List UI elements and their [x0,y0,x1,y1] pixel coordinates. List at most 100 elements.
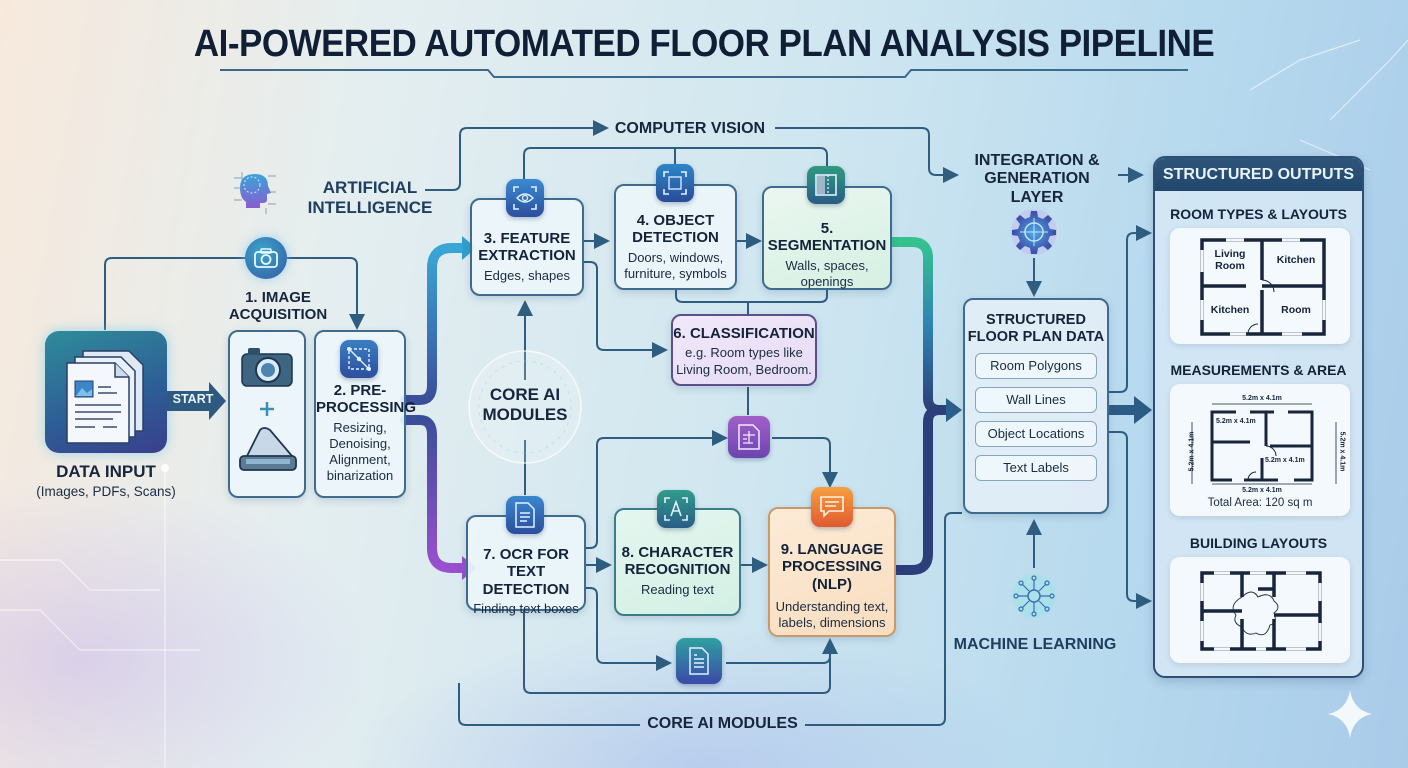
step-9-title: 9. LANGUAGE PROCESSING (NLP) [780,541,884,593]
ai-label: ARTIFICIAL INTELLIGENCE [307,178,433,217]
dim-bottom: 5.2m x 4.1m [1242,487,1282,494]
step-4-desc: Doors, windows, furniture, symbols [624,249,727,281]
step-8-title: 8. CHARACTER RECOGNITION [621,544,734,579]
data-item-object-locations: Object Locations [975,421,1097,448]
flow-9-to-data [891,405,945,575]
structured-data-box: STRUCTURED FLOOR PLAN DATA Room Polygons… [963,298,1109,514]
step-3-desc: Edges, shapes [483,267,570,283]
step-1-title: 1. IMAGE ACQUISITION [228,289,328,324]
wire-data-to-room-types [1108,225,1152,393]
document-icon [506,496,544,534]
step-6-classification-box: 6. CLASSIFICATION e.g. Room types like L… [671,314,817,386]
dim-top: 5.2m x 4.1m [1242,395,1282,402]
total-area: Total Area: 120 sq m [1207,497,1313,509]
outputs-header: STRUCTURED OUTPUTS [1155,158,1362,191]
step-2-title: 2. PRE-PROCESSING [316,382,417,417]
data-input-subtitle: (Images, PDFs, Scans) [36,484,176,499]
step-7-title: 7. OCR FOR TEXT DETECTION [482,546,570,598]
letter-scan-icon [657,490,695,528]
wire-input-to-acquisition [104,257,245,330]
start-label: START [172,392,214,406]
dim-room-1: 5.2m x 4.1m [1216,418,1256,425]
arrow-mid-icon-to-9 [772,437,838,488]
flow-5-to-data [887,237,955,415]
wire-data-to-building [1108,431,1152,609]
step-4-title: 4. OBJECT DETECTION [632,212,719,247]
measurement-plan: 5.2m x 4.1m 5.2m x 4.1m 5.2m x 4.1m 5.2m… [1170,384,1350,516]
step-5-title: 5. SEGMENTATION [767,220,887,255]
step-3-feature-extraction-box: 3. FEATURE EXTRACTION Edges, shapes [470,198,584,296]
data-item-room-polygons: Room Polygons [975,353,1097,380]
step-8-desc: Reading text [641,581,714,597]
data-input-title: DATA INPUT [56,462,156,481]
core-ai-modules-bottom-label: CORE AI MODULES [647,715,798,732]
gear-icon [1010,208,1058,256]
transform-icon [340,340,378,378]
structured-data-title: STRUCTURED FLOOR PLAN DATA [967,312,1105,345]
output-measurements-title: MEASUREMENTS & AREA [1170,362,1347,378]
wire-core-bottom [458,683,640,726]
step-9-desc: Understanding text, labels, dimensions [775,598,889,630]
bounding-box-icon [656,164,694,202]
output-room-types-title: ROOM TYPES & LAYOUTS [1170,206,1347,222]
circuit-decoration [0,39,1408,768]
start-arrow [167,381,227,421]
building-layout-plan [1170,557,1350,663]
chat-icon [811,487,853,527]
step-6-title: 6. CLASSIFICATION [673,325,815,342]
room-label-room: Room [1281,304,1311,316]
arrow-3-to-6 [583,261,668,358]
camera-icon [241,348,293,387]
floorplan-doc-icon [728,416,770,458]
room-layout-plan: Living Room Kitchen Kitchen Room [1170,228,1350,344]
network-icon [1010,572,1058,620]
wire-7-bottom-loop [523,610,831,694]
documents-icon [66,350,144,444]
wire-ai-to-cv [425,120,609,191]
wire-acquisition-to-preprocess [287,257,365,330]
dim-left: 5.2m x 4.1m [1188,431,1196,472]
step-5-desc: Walls, spaces, openings [785,257,869,289]
step-3-title: 3. FEATURE EXTRACTION [478,230,576,265]
plus-icon [260,402,274,416]
core-ai-ring [468,350,582,464]
output-building-layouts-title: BUILDING LAYOUTS [1189,535,1328,551]
dim-right: 5.2m x 4.1m [1338,431,1346,472]
arrow-7-to-mid-icon [586,430,728,549]
dim-room-2: 5.2m x 4.1m [1265,457,1305,464]
step-4-object-detection-box: 4. OBJECT DETECTION Doors, windows, furn… [614,184,737,290]
flow-preprocess-to-ocr [400,415,471,573]
flow-preprocess-to-feature [400,243,471,405]
machine-learning-label: MACHINE LEARNING [953,636,1117,653]
structured-outputs-panel: STRUCTURED OUTPUTS ROOM TYPES & LAYOUTS … [1153,156,1364,678]
integration-layer-label: INTEGRATION & GENERATION LAYER [974,152,1100,206]
room-label-kitchen-1: Kitchen [1276,254,1316,266]
data-input-tile [45,331,167,453]
sparkle-icon [1328,690,1372,738]
step-7-ocr-box: 7. OCR FOR TEXT DETECTION Finding text b… [466,515,586,616]
segment-icon [807,166,845,204]
arrow-low-icon-to-9 [726,638,838,664]
scanner-icon [239,427,297,471]
title-underline [220,69,1188,78]
step-6-desc: e.g. Room types like Living Room, Bedroo… [676,345,812,377]
data-item-wall-lines: Wall Lines [975,387,1097,414]
step-1-acquisition-box [228,330,306,498]
eye-scan-icon [506,179,544,217]
data-item-text-labels: Text Labels [975,455,1097,482]
arrow-7-to-low-icon [586,587,672,671]
ai-head-icon [232,168,278,216]
step-7-desc: Finding text boxes [473,600,579,616]
page-title: AI-POWERED AUTOMATED FLOOR PLAN ANALYSIS… [193,22,1215,65]
wire-4-5-to-6 [675,290,828,303]
core-ai-modules-center-label: CORE AI MODULES [482,385,568,424]
room-label-living: Living Room [1214,248,1246,273]
wire-cv-to-integration [775,127,959,183]
text-document-icon [676,638,722,684]
step-9-nlp-box: 9. LANGUAGE PROCESSING (NLP) Understandi… [768,507,896,637]
step-2-desc: Resizing, Denoising, Alignment, binariza… [326,419,394,484]
camera-node-icon [245,237,287,279]
computer-vision-label: COMPUTER VISION [614,120,766,137]
room-label-kitchen-2: Kitchen [1210,304,1250,316]
